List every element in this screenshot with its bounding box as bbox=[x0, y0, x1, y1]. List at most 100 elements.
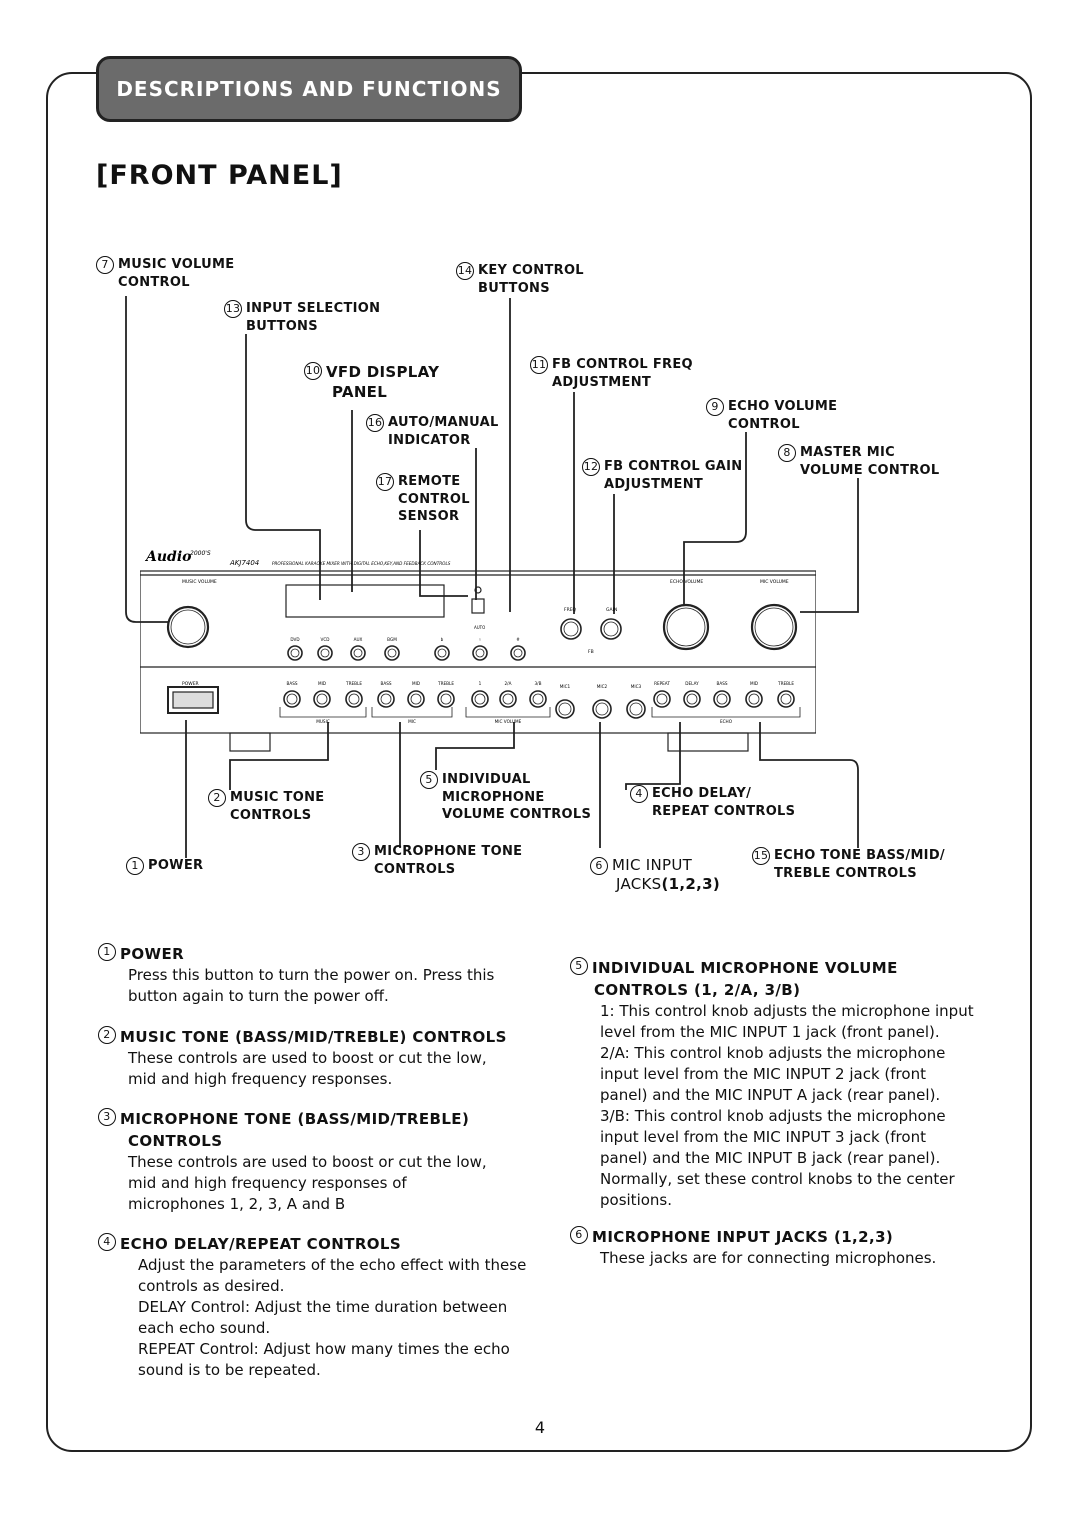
auto-indicator bbox=[474, 586, 482, 594]
group-bracket bbox=[465, 707, 551, 718]
input-label: BGM bbox=[387, 637, 397, 642]
input-button-aux bbox=[350, 645, 366, 661]
echo-knob bbox=[777, 690, 795, 708]
tone-knob bbox=[407, 690, 425, 708]
echo-knob bbox=[683, 690, 701, 708]
page-frame bbox=[46, 72, 1032, 1452]
svg-text:POWER: POWER bbox=[182, 681, 199, 687]
svg-text:AUTO: AUTO bbox=[474, 625, 485, 630]
key-button bbox=[510, 645, 526, 661]
tone-knob bbox=[471, 690, 489, 708]
tone-label: MID bbox=[318, 681, 326, 686]
group-label: MUSIC bbox=[316, 719, 330, 724]
page-number: 4 bbox=[534, 1418, 546, 1437]
echo-label: DELAY bbox=[685, 681, 699, 686]
tone-label: 2/A bbox=[505, 681, 512, 686]
tone-knob bbox=[345, 690, 363, 708]
brand-logo: Audio bbox=[144, 549, 192, 565]
echo-label: BASS bbox=[716, 681, 727, 686]
mic-label: MIC3 bbox=[631, 684, 642, 689]
section-tab: DESCRIPTIONS AND FUNCTIONS bbox=[96, 56, 522, 122]
echo-knob bbox=[713, 690, 731, 708]
mic-label: MIC1 bbox=[560, 684, 571, 689]
group-label: MIC bbox=[408, 719, 416, 724]
key-label: ♮ bbox=[479, 637, 481, 642]
echo-label: TREBLE bbox=[777, 681, 794, 686]
input-label: AUX bbox=[354, 637, 363, 642]
tone-label: 3/B bbox=[535, 681, 542, 686]
group-bracket bbox=[279, 707, 367, 718]
echo-label: REPEAT bbox=[654, 681, 670, 686]
key-button bbox=[472, 645, 488, 661]
echo-knob bbox=[653, 690, 671, 708]
page-title: [FRONT PANEL] bbox=[96, 160, 343, 191]
svg-text:MIC VOLUME: MIC VOLUME bbox=[760, 579, 789, 585]
panel-knobs: DVD VCD AUX BGM b ♮ # BASS MID TREBLE BASS MID TREBL… bbox=[166, 603, 801, 724]
key-label: # bbox=[516, 637, 520, 642]
tone-label: 1 bbox=[479, 681, 482, 686]
svg-text:PROFESSIONAL KARAOKE MIXER WIT: PROFESSIONAL KARAOKE MIXER WITH DIGITAL … bbox=[272, 561, 451, 566]
tone-label: BASS bbox=[286, 681, 297, 686]
input-button-dvd bbox=[287, 645, 303, 661]
input-label: VCD bbox=[320, 637, 329, 642]
svg-text:2000'S: 2000'S bbox=[190, 550, 211, 557]
tone-label: MID bbox=[412, 681, 420, 686]
echo-label: MID bbox=[750, 681, 758, 686]
group-bracket bbox=[371, 707, 453, 718]
tone-knob bbox=[437, 690, 455, 708]
panel-body bbox=[140, 570, 816, 734]
tone-knob bbox=[499, 690, 517, 708]
input-button-bgm bbox=[384, 645, 400, 661]
group-bracket bbox=[651, 707, 801, 718]
power-button bbox=[167, 686, 219, 714]
key-button bbox=[434, 645, 450, 661]
music-volume-knob bbox=[166, 605, 210, 649]
svg-text:ECHO VOLUME: ECHO VOLUME bbox=[670, 579, 703, 585]
svg-text:FB: FB bbox=[588, 649, 594, 655]
mic-volume-knob bbox=[750, 603, 798, 651]
tone-knob bbox=[283, 690, 301, 708]
svg-text:MUSIC VOLUME: MUSIC VOLUME bbox=[182, 579, 217, 585]
input-button-vcd bbox=[317, 645, 333, 661]
tone-knob bbox=[313, 690, 331, 708]
tone-knob bbox=[529, 690, 547, 708]
input-label: DVD bbox=[290, 637, 299, 642]
tone-knob bbox=[377, 690, 395, 708]
group-label: MIC VOLUME bbox=[495, 719, 522, 724]
key-label: b bbox=[441, 637, 444, 642]
tone-label: TREBLE bbox=[437, 681, 454, 686]
group-label: ECHO bbox=[720, 719, 733, 724]
mic-label: MIC2 bbox=[597, 684, 608, 689]
svg-text:AKJ7404: AKJ7404 bbox=[229, 559, 259, 567]
svg-text:FREQ: FREQ bbox=[564, 607, 577, 613]
svg-text:GAIN: GAIN bbox=[606, 607, 617, 613]
tone-label: TREBLE bbox=[345, 681, 362, 686]
echo-knob bbox=[745, 690, 763, 708]
remote-sensor bbox=[471, 598, 485, 614]
echo-volume-knob bbox=[662, 603, 710, 651]
mixer-front-panel: Audio 2000'S AKJ7404 PROFESSIONAL KARAOK… bbox=[140, 549, 816, 752]
vfd-display bbox=[285, 584, 445, 618]
